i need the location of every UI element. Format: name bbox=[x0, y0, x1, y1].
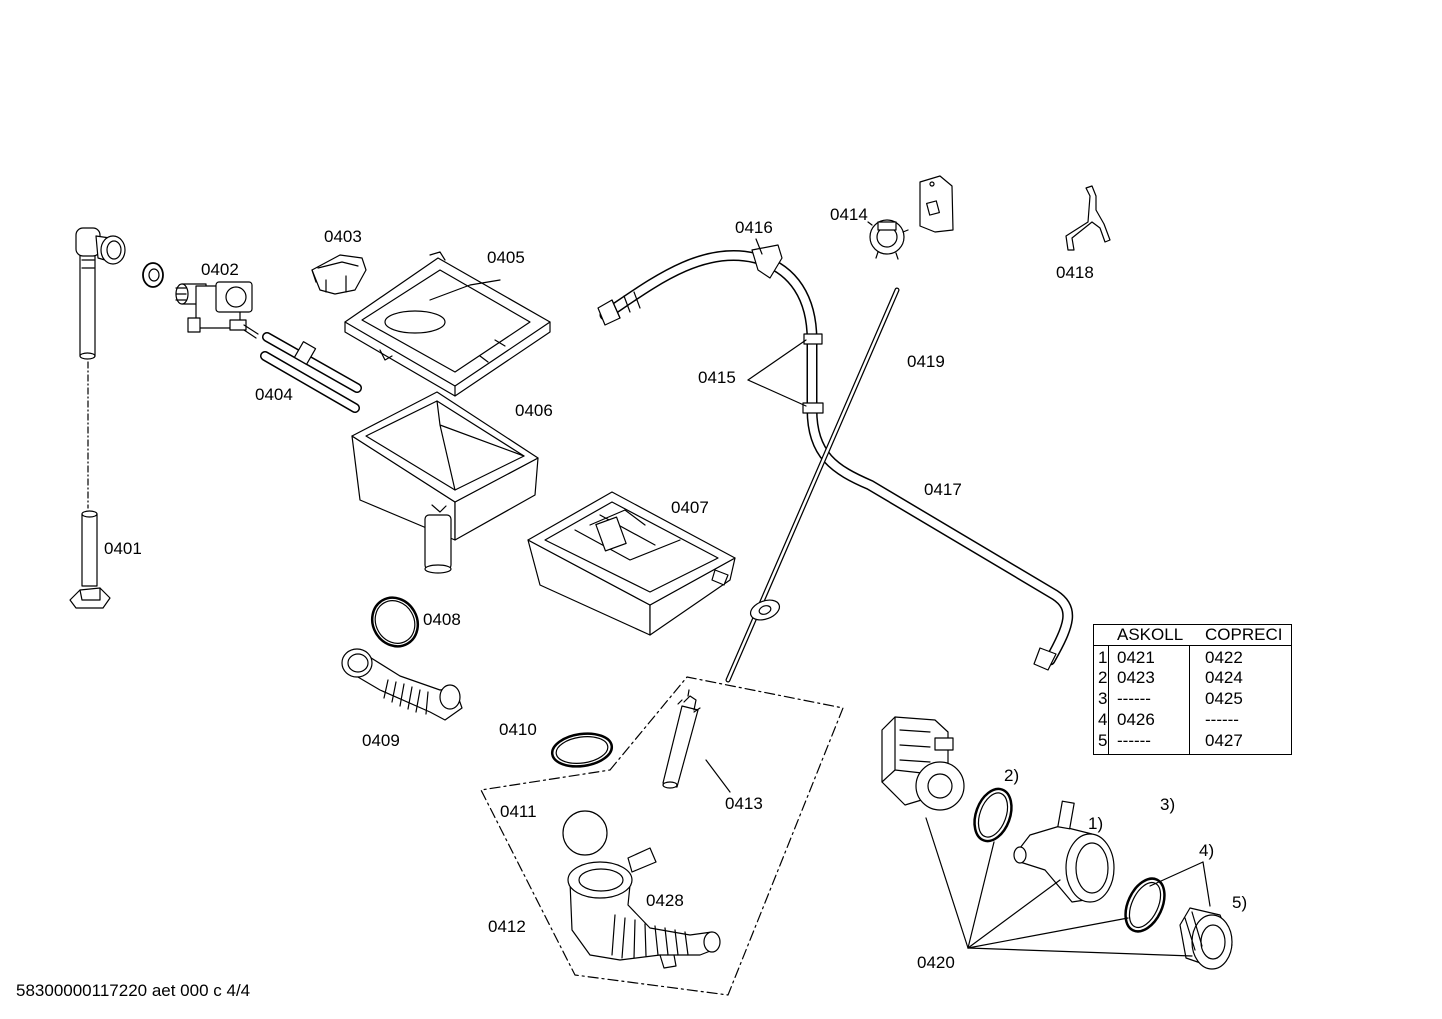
part-0409-bellows-hose bbox=[341, 648, 463, 721]
table-cell-askoll: 0426 bbox=[1117, 710, 1155, 729]
table-cell-askoll: 0421 bbox=[1117, 648, 1155, 667]
table-cell-copreci: ------ bbox=[1205, 710, 1239, 729]
label-0413: 0413 bbox=[725, 794, 763, 813]
part-0407-detergent-insert bbox=[527, 491, 736, 636]
table-header-askoll: ASKOLL bbox=[1117, 625, 1184, 644]
callout-5: 5) bbox=[1232, 893, 1248, 912]
label-0417: 0417 bbox=[924, 480, 962, 499]
label-0412: 0412 bbox=[488, 917, 526, 936]
part-0413-heater-rod bbox=[662, 689, 701, 789]
pump-filter-5 bbox=[1179, 907, 1233, 970]
label-0406: 0406 bbox=[515, 401, 553, 420]
washer bbox=[142, 262, 164, 288]
table-row-number: 1 bbox=[1098, 648, 1108, 667]
label-0409: 0409 bbox=[362, 731, 400, 750]
callout-1: 1) bbox=[1088, 814, 1104, 833]
label-0408: 0408 bbox=[423, 610, 461, 629]
label-0420: 0420 bbox=[917, 953, 955, 972]
part-0414-pressure-switch bbox=[867, 219, 909, 260]
table-cell-copreci: 0425 bbox=[1205, 689, 1243, 708]
label-0410: 0410 bbox=[499, 720, 537, 739]
table-cell-copreci: 0422 bbox=[1205, 648, 1243, 667]
part-0403-bracket bbox=[311, 254, 367, 295]
label-0419: 0419 bbox=[907, 352, 945, 371]
part-0402-inlet-valve bbox=[175, 281, 259, 339]
part-0410-seal-ring bbox=[550, 732, 614, 768]
part-0408-seal-ring bbox=[370, 596, 420, 648]
leader-0413 bbox=[705, 759, 731, 793]
part-0416-hose bbox=[597, 244, 818, 346]
label-0401: 0401 bbox=[104, 539, 142, 558]
pump-variant-table: ASKOLL COPRECI 1 0421 0422 2 0423 0424 3… bbox=[1093, 624, 1292, 755]
part-0405-dispenser-frame bbox=[344, 251, 551, 397]
callout-2: 2) bbox=[1004, 766, 1020, 785]
label-0418: 0418 bbox=[1056, 263, 1094, 282]
label-0405: 0405 bbox=[487, 248, 525, 267]
part-0401-inlet-hose bbox=[69, 227, 126, 609]
label-0415: 0415 bbox=[698, 368, 736, 387]
table-row-number: 2 bbox=[1098, 668, 1108, 687]
label-0402: 0402 bbox=[201, 260, 239, 279]
assembly-group-outline bbox=[480, 676, 844, 996]
callout-4: 4) bbox=[1199, 841, 1215, 860]
document-footer-code: 58300000117220 aet 000 c 4/4 bbox=[16, 981, 251, 1000]
leader-0420 bbox=[925, 817, 1193, 957]
table-cell-askoll: 0423 bbox=[1117, 668, 1155, 687]
label-0404: 0404 bbox=[255, 385, 293, 404]
pump-seal-ring-2 bbox=[973, 787, 1013, 843]
table-header-copreci: COPRECI bbox=[1205, 625, 1283, 644]
part-0417-hose bbox=[806, 334, 1074, 671]
label-0407: 0407 bbox=[671, 498, 709, 517]
label-0403: 0403 bbox=[324, 227, 362, 246]
table-cell-askoll: ------ bbox=[1117, 731, 1151, 750]
table-cell-askoll: ------ bbox=[1117, 689, 1151, 708]
table-row-number: 4 bbox=[1098, 710, 1108, 729]
table-cell-copreci: 0424 bbox=[1205, 668, 1243, 687]
leader-0416 bbox=[755, 238, 763, 255]
leader-0415 bbox=[747, 339, 807, 407]
label-0416: 0416 bbox=[735, 218, 773, 237]
part-0420-drain-pump bbox=[881, 716, 965, 811]
label-0428: 0428 bbox=[646, 891, 684, 910]
part-0418-hose-clip bbox=[1065, 185, 1111, 251]
switch-bracket bbox=[919, 175, 954, 233]
callout-3: 3) bbox=[1160, 795, 1176, 814]
part-0419-pressure-tube bbox=[725, 287, 900, 683]
pump-housing-1 bbox=[1013, 800, 1115, 903]
part-0428-sump-hose bbox=[567, 847, 721, 969]
table-row-number: 5 bbox=[1098, 731, 1108, 750]
label-0411: 0411 bbox=[500, 802, 537, 821]
pump-seal-ring-3 bbox=[1124, 877, 1166, 933]
part-0415-hose-clamps bbox=[802, 333, 824, 414]
table-cell-copreci: 0427 bbox=[1205, 731, 1243, 750]
part-0404-rods bbox=[260, 332, 362, 413]
label-0414: 0414 bbox=[830, 205, 868, 224]
table-row-number: 3 bbox=[1098, 689, 1108, 708]
part-0411-ball bbox=[562, 810, 608, 856]
leader-callout-4 bbox=[1149, 861, 1211, 907]
part-0406-drawer-housing bbox=[351, 391, 539, 574]
